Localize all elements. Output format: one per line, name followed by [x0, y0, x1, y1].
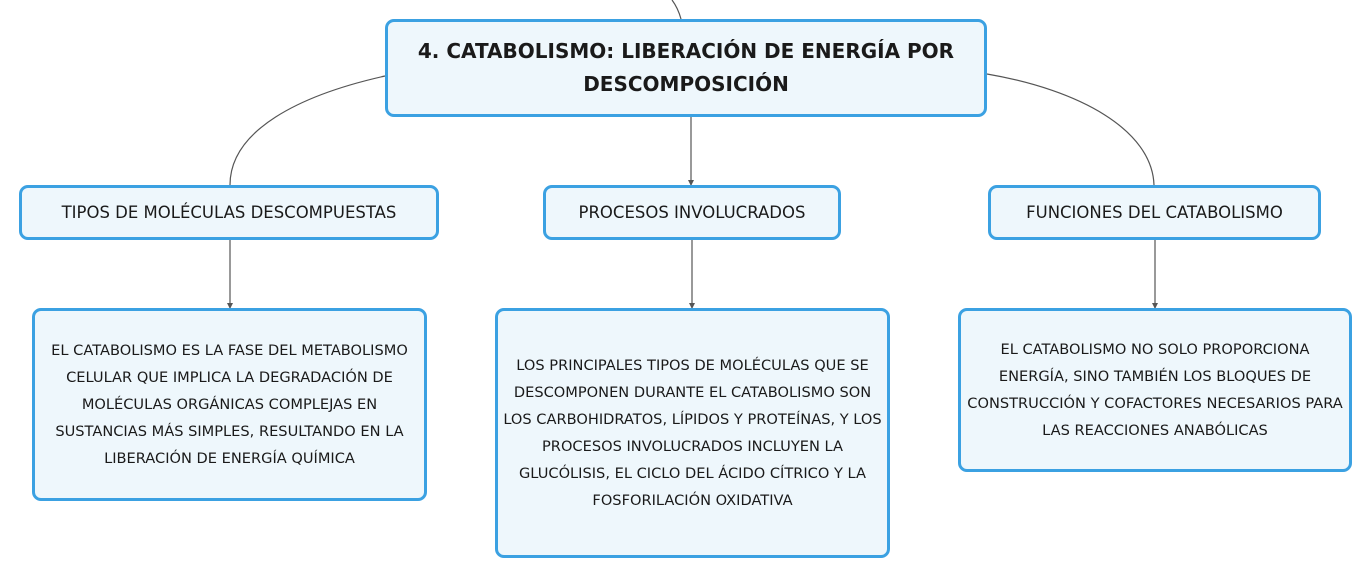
branch-label: TIPOS DE MOLÉCULAS DESCOMPUESTAS [61, 203, 397, 222]
detail-node-funciones[interactable]: EL CATABOLISMO NO SOLO PROPORCIONA ENERG… [958, 308, 1352, 472]
branch-label: PROCESOS INVOLUCRADOS [578, 203, 806, 222]
detail-node-tipos-moleculas[interactable]: EL CATABOLISMO ES LA FASE DEL METABOLISM… [32, 308, 427, 501]
branch-node-funciones[interactable]: FUNCIONES DEL CATABOLISMO [988, 185, 1321, 240]
detail-text: EL CATABOLISMO NO SOLO PROPORCIONA ENERG… [967, 341, 1343, 439]
root-topic-node[interactable]: 4. CATABOLISMO: LIBERACIÓN DE ENERGÍA PO… [385, 19, 987, 117]
connector-parent-to-root [671, 0, 682, 20]
detail-text: LOS PRINCIPALES TIPOS DE MOLÉCULAS QUE S… [503, 357, 882, 509]
detail-text: EL CATABOLISMO ES LA FASE DEL METABOLISM… [51, 342, 408, 467]
branch-label: FUNCIONES DEL CATABOLISMO [1026, 203, 1283, 222]
connector-root-to-branch-3 [986, 73, 1155, 186]
root-topic-title: 4. CATABOLISMO: LIBERACIÓN DE ENERGÍA PO… [417, 39, 955, 96]
branch-node-procesos[interactable]: PROCESOS INVOLUCRADOS [543, 185, 841, 240]
branch-node-tipos-moleculas[interactable]: TIPOS DE MOLÉCULAS DESCOMPUESTAS [19, 185, 439, 240]
detail-node-procesos[interactable]: LOS PRINCIPALES TIPOS DE MOLÉCULAS QUE S… [495, 308, 890, 558]
connector-root-to-branch-1 [229, 75, 386, 186]
